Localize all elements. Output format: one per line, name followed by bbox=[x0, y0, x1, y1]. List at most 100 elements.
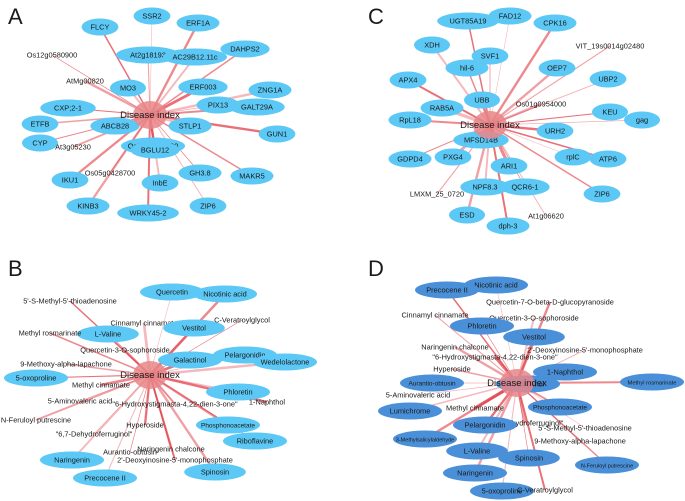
node-shape bbox=[110, 79, 146, 97]
node-galactinol: Galactinol bbox=[158, 351, 222, 369]
node-shape bbox=[22, 134, 58, 152]
node-label: PXG4 bbox=[443, 153, 463, 162]
node-fad12: FAD12 bbox=[488, 7, 532, 25]
node-shape bbox=[51, 171, 89, 189]
node-shape bbox=[140, 283, 204, 301]
node-quercetin: Quercetin bbox=[140, 283, 204, 301]
node-label: KINB3 bbox=[77, 202, 98, 211]
node-nicotinic-acid: Nicotinic acid bbox=[464, 276, 528, 294]
node-label: Vestitol bbox=[182, 324, 206, 333]
edge-b-c-veratroylglycol bbox=[149, 319, 243, 376]
node-label: Pelargonidin bbox=[464, 421, 505, 430]
node-shape bbox=[90, 117, 140, 135]
node-label: ZIP6 bbox=[200, 202, 216, 211]
edge-a-wrky45-2 bbox=[147, 114, 151, 214]
node-label: rplC bbox=[566, 153, 580, 162]
node-label: Methyl cinnamate bbox=[446, 404, 504, 413]
node-label: Lumichrome bbox=[390, 407, 431, 416]
node-label: STLP1 bbox=[179, 122, 202, 131]
hub-label: Disease index bbox=[487, 378, 547, 389]
node-label: UBB bbox=[474, 96, 489, 105]
node-gh3-8: GH3.8 bbox=[178, 164, 222, 182]
node-shape bbox=[133, 7, 171, 25]
edge-a-etfb bbox=[39, 114, 151, 125]
node-shape bbox=[230, 167, 274, 185]
node-shape bbox=[471, 47, 509, 65]
hub-label: Disease index bbox=[460, 120, 520, 131]
edge-d-cinnamyl-cinnamate bbox=[434, 314, 518, 384]
node-label: ESD bbox=[459, 211, 474, 220]
node-erf1a: ERF1A bbox=[176, 14, 220, 32]
node-shape bbox=[253, 353, 317, 371]
node-shape bbox=[168, 117, 212, 135]
node-xdh: XDH bbox=[414, 36, 450, 54]
node-hil-6: hil-6 bbox=[445, 59, 489, 77]
node-methyl-cinnamate: Methyl cinnamate bbox=[446, 404, 504, 413]
node-label: Os05g0428700 bbox=[85, 169, 136, 178]
node-shape bbox=[445, 59, 489, 77]
edge-b-n-feruloyl-putrescine bbox=[35, 374, 151, 421]
node-1-naphthol: 1-Naphthol bbox=[249, 398, 286, 407]
node-shape bbox=[488, 7, 532, 25]
node-6-hydroxystigmasta-4-22-dien-3-one: "6-Hydroxystigmasta-4,22-dien-3-one" bbox=[432, 353, 558, 362]
node-shape bbox=[583, 185, 621, 203]
node-shape bbox=[388, 150, 432, 168]
node-label: AC29B12.11c bbox=[172, 53, 217, 62]
node-shape bbox=[533, 363, 597, 381]
edge-a-erf1a bbox=[148, 22, 200, 116]
node-qcr6-1: QCR6-1 bbox=[500, 178, 550, 196]
node-pxg4: PXG4 bbox=[434, 148, 472, 166]
node-label: 1-Naphthol bbox=[547, 368, 584, 377]
node-label: 3-Methylsalicylaldehyde bbox=[396, 438, 454, 444]
node-at1g06620: At1g06620 bbox=[528, 212, 564, 221]
edge-c-fad12 bbox=[489, 15, 511, 126]
node-gag: gag bbox=[624, 111, 660, 129]
node-os12g0580900: Os12g0580900 bbox=[27, 51, 78, 60]
node-label: Quercetin bbox=[156, 288, 188, 297]
node-label: 5'-S-Methyl-5'-thioadenosine bbox=[23, 297, 117, 306]
node-quercetin-3-o-sophoroside: Quercetin-3-O-sophoroside bbox=[489, 314, 579, 323]
node-label: 5-Aminovaleric acid bbox=[48, 397, 113, 406]
node-shape bbox=[223, 432, 287, 450]
node-shape bbox=[575, 456, 639, 474]
node-shape bbox=[624, 111, 660, 129]
node-label: VIT_19s0014g02480 bbox=[576, 42, 645, 51]
node-shape bbox=[378, 402, 442, 420]
hub-a: Disease index bbox=[120, 101, 180, 129]
node-label: Spinosin bbox=[201, 468, 229, 477]
node-os05g0428700: Os05g0428700 bbox=[85, 169, 136, 178]
node-naringenin: Naringenin bbox=[443, 464, 507, 482]
node-c-veratroylglycol: C-Veratroylglycol bbox=[214, 316, 270, 325]
node-shape bbox=[130, 141, 180, 159]
edge-b-spinosin bbox=[149, 374, 216, 473]
node-label: WRKY45-2 bbox=[130, 209, 167, 218]
node-shape bbox=[486, 217, 530, 235]
node-aurantio-obtusin: Aurantio-obtusin bbox=[400, 374, 464, 392]
node-label: GALT29A bbox=[241, 103, 273, 112]
node-label: LMXM_25_0720 bbox=[410, 190, 464, 199]
node-5-oxoproline: 5-oxoproline bbox=[4, 369, 68, 387]
node-shape bbox=[443, 464, 507, 482]
node-label: Naringenin bbox=[54, 456, 90, 465]
node-shape bbox=[446, 442, 508, 460]
node-shape bbox=[437, 12, 499, 30]
hub-shape bbox=[133, 101, 167, 129]
node-ubp2: UBP2 bbox=[589, 70, 627, 88]
edge-a-os12g0580900 bbox=[51, 54, 151, 116]
node-shape bbox=[414, 36, 450, 54]
node-label: Hyperoside bbox=[433, 365, 470, 374]
node-label: NPF8.3 bbox=[472, 183, 497, 192]
node-shape bbox=[141, 174, 179, 192]
node-label: 9-Methoxy-alpha-lapachone bbox=[534, 437, 626, 446]
node-label: Quercetin-7-O-beta-D-glucopyranoside bbox=[486, 298, 614, 307]
node-label: CYP bbox=[32, 139, 47, 148]
hub-label: Disease index bbox=[120, 370, 180, 381]
node-label: Phloretin bbox=[467, 322, 496, 331]
node-dph-3: dph-3 bbox=[486, 217, 530, 235]
node-shape bbox=[589, 70, 627, 88]
node-label: InbE bbox=[152, 179, 167, 188]
node-ugt85a19: UGT85A19 bbox=[437, 12, 499, 30]
node-shape bbox=[73, 469, 137, 487]
node-at3g05230: At3g05230 bbox=[55, 143, 91, 152]
